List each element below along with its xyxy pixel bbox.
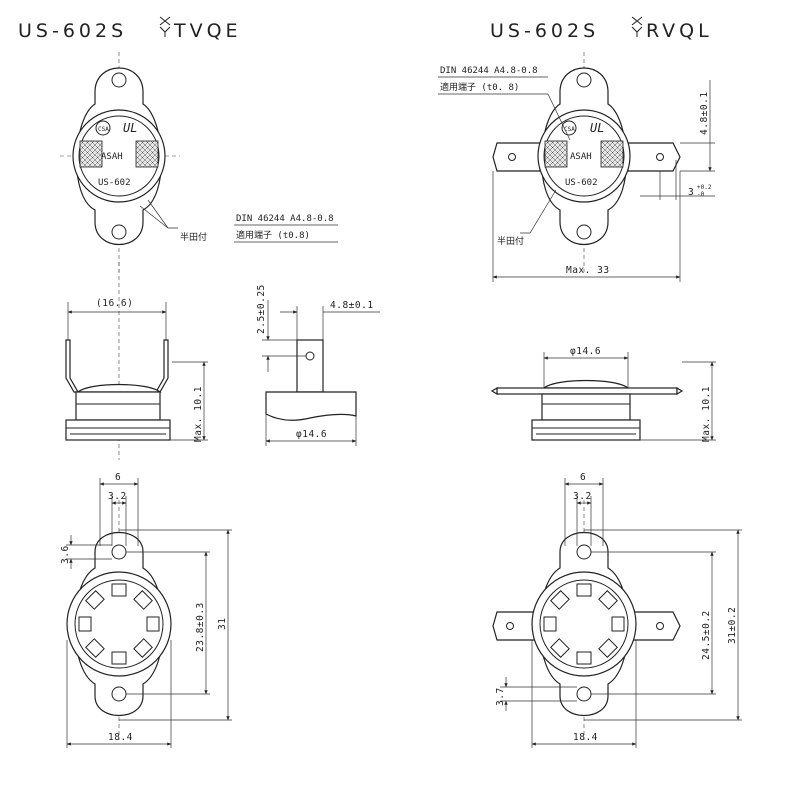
right-side-dim-height: Max. 10.1: [701, 386, 712, 442]
left-model: US-602: [98, 178, 131, 188]
left-solder-label: 半田付: [180, 231, 207, 243]
left-bottom-view: 6 3.2 3.6 23.8±0.3 31 18.4: [60, 472, 232, 748]
right-title-main: US-602S: [490, 20, 599, 42]
middle-side-view: 4.8±0.1 2.5±0.25 φ14.6: [256, 284, 380, 446]
lb-dim-pitch: 23.8±0.3: [195, 602, 206, 652]
mid-dim-hole: 2.5±0.25: [256, 284, 267, 334]
right-brand: ASAH: [570, 152, 592, 162]
right-side-dim-dia: φ14.6: [570, 346, 601, 357]
right-dim-height: 4.8±0.1: [699, 91, 710, 135]
right-bottom-view: 6 3.2 3.7 24.5±0.2 31±0.2 18.4: [492, 472, 742, 748]
left-din-text: DIN 46244 A4.8-0.8: [236, 214, 334, 224]
right-mark-ul: UL: [590, 121, 604, 135]
right-dim-small-tol: +0.2: [697, 184, 712, 191]
right-mark-cert: CSA: [564, 126, 575, 133]
right-model: US-602: [565, 178, 598, 188]
right-title-suffix: RVQL: [646, 20, 713, 42]
left-mark-ul: UL: [123, 121, 137, 135]
right-solder-label: 半田付: [497, 235, 524, 247]
left-brand: ASAH: [101, 152, 123, 162]
right-title-cross-symbol: [631, 16, 643, 37]
svg-text:-0: -0: [697, 191, 705, 198]
right-din-text: DIN 46244 A4.8-0.8: [440, 66, 538, 76]
left-title: US-602S TVQE: [18, 16, 242, 42]
right-top-view: CSA UL ASAH US-602 半田付 DIN 46244 A4.8-0.…: [438, 52, 715, 282]
left-title-main: US-602S: [18, 20, 127, 42]
lb-dim-total: 31: [217, 618, 228, 630]
left-side-view: (16.6) Max. 10.1: [65, 262, 208, 460]
right-title: US-602S RVQL: [490, 16, 713, 42]
rb-dim-width: 18.4: [573, 732, 598, 743]
lb-dim-width: 18.4: [108, 732, 133, 743]
rb-dim-left: 3.7: [495, 687, 506, 706]
rb-dim-hole: 3.2: [573, 491, 592, 502]
right-side-view: φ14.6 Max. 10.1: [490, 346, 716, 442]
lb-dim-left: 3.6: [60, 545, 71, 564]
lb-dim-top: 6: [115, 472, 121, 483]
left-din-note: DIN 46244 A4.8-0.8 適用端子 (t0.8): [234, 214, 338, 243]
mid-dim-dia: φ14.6: [296, 429, 327, 440]
left-title-suffix: TVQE: [173, 20, 242, 42]
left-terminal-text: 適用端子 (t0.8): [236, 229, 310, 241]
rb-dim-total: 31±0.2: [727, 607, 738, 644]
left-title-cross-symbol: [159, 16, 171, 37]
csa-mark-icon-right: [561, 120, 577, 136]
left-side-dim-width: (16.6): [96, 298, 133, 309]
left-top-view: CSA UL ASAH US-602 半田付: [60, 52, 207, 272]
left-mark-cert: CSA: [98, 126, 109, 133]
lb-dim-hole: 3.2: [108, 491, 127, 502]
rb-dim-top: 6: [580, 472, 586, 483]
left-side-dim-height: Max. 10.1: [193, 386, 204, 442]
right-dim-small: 3: [688, 187, 694, 198]
right-dim-max: Max. 33: [566, 265, 610, 276]
rb-dim-pitch: 24.5±0.2: [701, 610, 712, 660]
mid-dim-tab: 4.8±0.1: [330, 300, 374, 311]
right-terminal-text: 適用端子 (t0. 8): [440, 81, 519, 93]
csa-mark-icon: [95, 120, 111, 136]
